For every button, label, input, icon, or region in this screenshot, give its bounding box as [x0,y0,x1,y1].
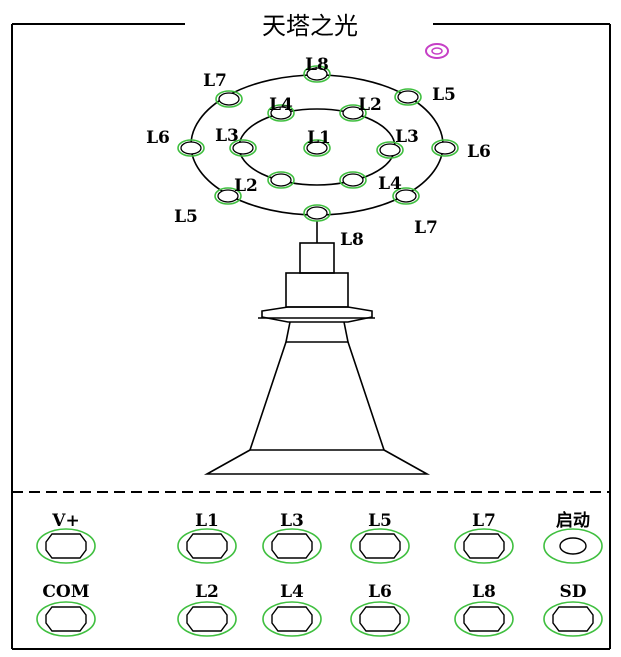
terminal-l3-button[interactable] [262,528,322,564]
terminal-l5-button[interactable] [350,528,410,564]
tower-body [203,221,431,475]
lamp-label-L7-outer-lower: L7 [414,218,438,238]
lamp-label-L2-inner-lower: L2 [234,176,258,196]
frame [11,23,611,650]
terminal-label-l3: L3 [280,511,304,531]
terminal-label-l4: L4 [280,582,304,602]
lamp-L6-outer-right [431,139,459,157]
lamp-L4-inner-lower [339,171,367,189]
terminal-label-l6: L6 [368,582,392,602]
lamp-L2-inner-lower [267,171,295,189]
terminal-l7-button[interactable] [454,528,514,564]
terminal-label-com: COM [42,582,89,602]
lamp-label-L4-inner-lower: L4 [378,174,402,194]
lamp-label-L3-inner-left: L3 [215,126,239,146]
terminal-label-l2: L2 [195,582,219,602]
terminal-vplus-button[interactable] [36,528,96,564]
terminal-l8-button[interactable] [454,601,514,637]
lamp-label-L8-outer-bottom: L8 [340,230,364,250]
control-panel: V+ L1 L3 L5 L7 启动 COM L2 L4 L6 L8 SD [36,510,603,637]
lamp-label-L6-outer-left: L6 [146,128,170,148]
page-title: 天塔之光 [262,12,358,40]
terminal-l2-button[interactable] [177,601,237,637]
lamp-label-L5-outer-lower: L5 [174,207,198,227]
terminal-l1-button[interactable] [177,528,237,564]
lamp-L2-inner-upper [339,104,367,122]
lamp-L5-outer-lower [214,187,242,205]
terminal-label-sd: SD [559,582,586,602]
terminal-com-button[interactable] [36,601,96,637]
lamp-L4-inner-upper [267,104,295,122]
terminal-label-l5: L5 [368,511,392,531]
lamp-L8-outer-bottom [303,204,331,222]
terminal-启动-button[interactable] [543,528,603,564]
lamp-L7-outer-lower [392,187,420,205]
terminal-sd-button[interactable] [543,601,603,637]
terminal-label-l7: L7 [472,511,496,531]
tower-lamps [177,65,459,222]
lamp-L1 [303,139,331,157]
lamp-label-L8-outer-top: L8 [305,55,329,75]
lamp-label-L4-inner-upper: L4 [269,95,293,115]
lamp-L5-outer-upper [394,88,422,106]
lamp-label-L6-outer-right: L6 [467,142,491,162]
lamp-label-L1: L1 [307,128,331,148]
terminal-label-l1: L1 [195,511,219,531]
terminal-l6-button[interactable] [350,601,410,637]
lamp-L3-inner-right [376,141,404,159]
lamp-label-L7-outer-upper: L7 [203,71,227,91]
terminal-label-vplus: V+ [51,511,79,531]
lamp-label-L3-inner-right: L3 [395,127,419,147]
lamp-L6-outer-left [177,139,205,157]
lamp-L8-outer-top [303,65,331,83]
terminal-l4-button[interactable] [262,601,322,637]
lamp-label-L5-outer-upper: L5 [432,85,456,105]
terminal-label-启动: 启动 [556,510,590,531]
terminal-label-l8: L8 [472,582,496,602]
light-indicator-icon [425,43,449,59]
lamp-label-L2-inner-upper: L2 [358,95,382,115]
lamp-L3-inner-left [229,139,257,157]
lamp-L7-outer-upper [215,90,243,108]
